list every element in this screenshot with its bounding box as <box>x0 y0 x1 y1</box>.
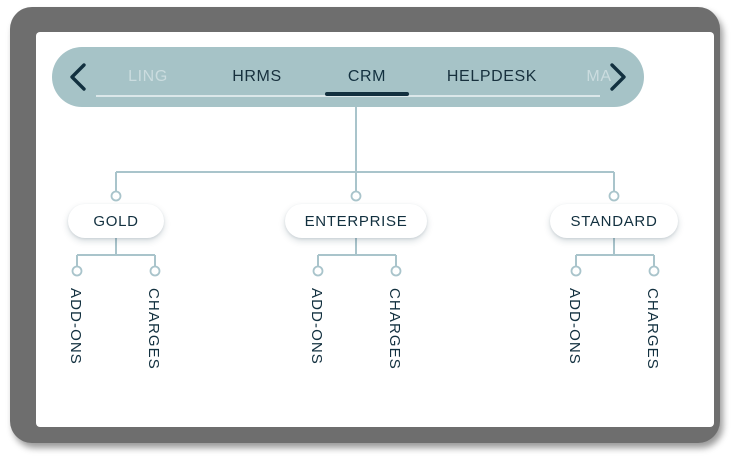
tab-crm-active-underline <box>325 92 409 96</box>
tab-billing[interactable]: LING <box>128 68 168 85</box>
module-tab-bar: LING HRMS CRM HELPDESK MA <box>52 47 644 107</box>
node-enterprise[interactable]: ENTERPRISE <box>285 204 427 238</box>
leaf-enterprise-addons[interactable]: ADD-ONS <box>308 288 325 365</box>
tab-scroll-left-button[interactable] <box>56 47 100 107</box>
tab-scroll-right-button[interactable] <box>596 47 640 107</box>
node-standard[interactable]: STANDARD <box>550 204 678 238</box>
tab-bar-divider <box>96 95 600 97</box>
tab-helpdesk[interactable]: HELPDESK <box>446 68 538 85</box>
leaf-enterprise-charges[interactable]: CHARGES <box>386 288 403 370</box>
tab-track: LING HRMS CRM HELPDESK MA <box>52 47 644 107</box>
leaf-gold-charges[interactable]: CHARGES <box>145 288 162 370</box>
tab-crm[interactable]: CRM <box>347 68 387 85</box>
tab-hrms[interactable]: HRMS <box>232 68 282 85</box>
tab-marketing[interactable]: MA <box>586 68 612 85</box>
leaf-standard-charges[interactable]: CHARGES <box>644 288 661 370</box>
leaf-standard-addons[interactable]: ADD-ONS <box>566 288 583 365</box>
chevron-left-icon <box>70 63 86 91</box>
chevron-right-icon <box>610 63 626 91</box>
node-gold[interactable]: GOLD <box>68 204 164 238</box>
leaf-gold-addons[interactable]: ADD-ONS <box>67 288 84 365</box>
